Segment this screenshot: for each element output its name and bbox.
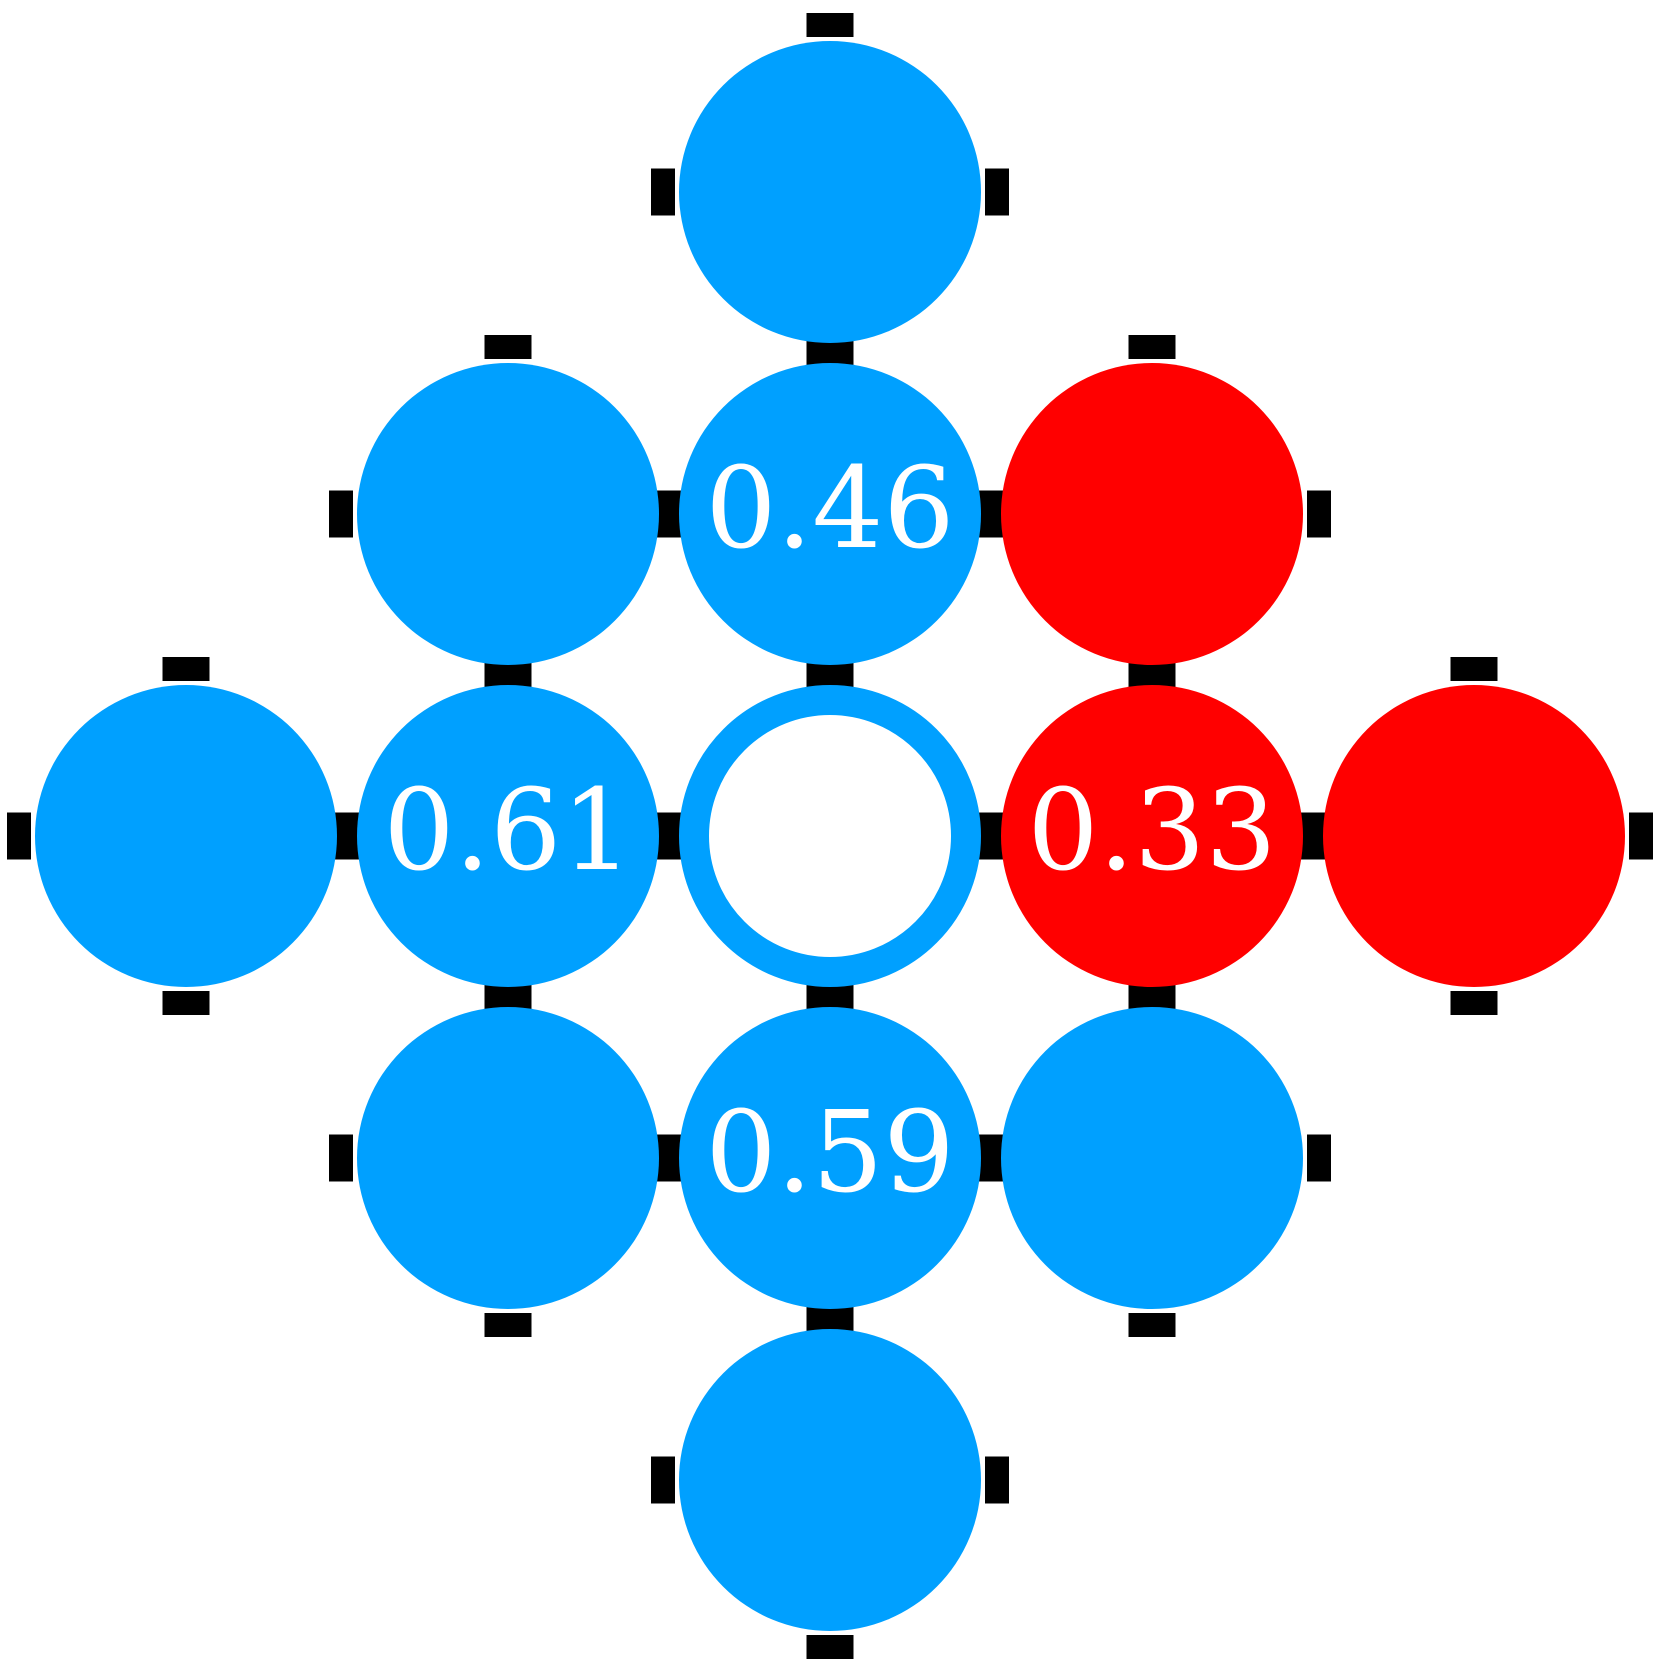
cell-lower-right[interactable]	[1001, 1007, 1303, 1309]
connector-tick	[162, 991, 210, 1015]
connector-tick	[1128, 1313, 1176, 1337]
cell-left-far[interactable]	[35, 685, 337, 987]
cell-center[interactable]	[679, 685, 981, 987]
connector-tick	[1629, 812, 1653, 860]
connector-tick	[985, 1456, 1009, 1504]
label-layer: 0.46 0.61 0.33 0.59	[383, 444, 1276, 1218]
connector-tick	[484, 335, 532, 359]
cell-lower-left[interactable]	[357, 1007, 659, 1309]
cell-up-label: 0.46	[705, 444, 954, 574]
connector-tick	[1307, 1134, 1331, 1182]
cell-left[interactable]	[357, 685, 659, 987]
connector-tick	[806, 1635, 854, 1659]
cell-right-label: 0.33	[1027, 766, 1276, 896]
cell-up[interactable]	[679, 363, 981, 665]
cell-top-far[interactable]	[679, 41, 981, 343]
connector-tick	[985, 168, 1009, 216]
connector-tick	[1307, 490, 1331, 538]
connector-tick	[1128, 335, 1176, 359]
cell-left-label: 0.61	[383, 766, 632, 896]
cell-upper-left[interactable]	[357, 363, 659, 665]
connector-tick	[1450, 657, 1498, 681]
cell-down[interactable]	[679, 1007, 981, 1309]
cell-down-label: 0.59	[705, 1088, 954, 1218]
connector-tick	[329, 1134, 353, 1182]
connector-tick	[162, 657, 210, 681]
cell-upper-right[interactable]	[1001, 363, 1303, 665]
connector-tick	[7, 812, 31, 860]
cell-layer	[35, 41, 1625, 1631]
cell-right[interactable]	[1001, 685, 1303, 987]
connector-tick	[806, 13, 854, 37]
connector-tick	[484, 1313, 532, 1337]
connector-tick	[651, 1456, 675, 1504]
cell-bottom-far[interactable]	[679, 1329, 981, 1631]
connector-tick	[651, 168, 675, 216]
connector-tick	[1450, 991, 1498, 1015]
connector-tick	[329, 490, 353, 538]
cell-right-far[interactable]	[1323, 685, 1625, 987]
